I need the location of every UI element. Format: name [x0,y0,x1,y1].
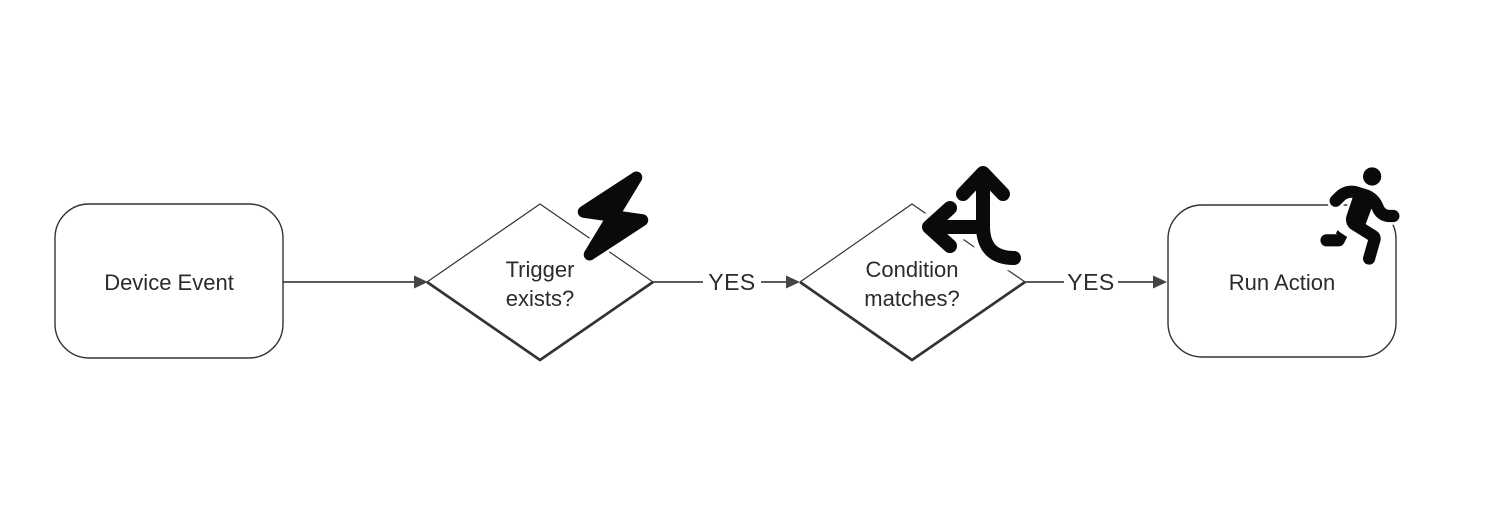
edge-condition-to-run-action: YES [1025,269,1167,295]
person-running-glyph [1317,164,1403,268]
split-arrow-left-head [922,201,957,253]
diamond-edge-bottom [799,280,1026,362]
edge-arrowhead [414,275,428,289]
edge-arrowhead [1153,275,1167,289]
split-arrow-up-head [956,166,1010,201]
diamond-edge-top [426,203,654,283]
edge-label-yes: YES [708,269,756,295]
lightning-bolt-icon [575,168,651,264]
edge-label-yes: YES [1067,269,1115,295]
edge-device-event-to-trigger [283,275,428,289]
node-run-action-label: Run Action [1229,270,1335,295]
person-running-icon [1317,164,1403,268]
node-condition-matches-label-line2: matches? [864,286,959,311]
node-device-event: Device Event [54,203,284,359]
edge-arrowhead [786,275,800,289]
node-device-event-shape [54,203,284,359]
node-condition-matches-label-line1: Condition [866,257,959,282]
node-condition-matches: Condition matches? [799,203,1026,362]
edge-trigger-to-condition: YES [653,269,800,295]
lightning-bolt-glyph [575,168,651,264]
arrows-split-up-left-icon [916,160,1027,271]
node-device-event-label: Device Event [104,270,234,295]
diamond-edge-bottom [426,280,654,362]
node-trigger-exists-label-line2: exists? [506,286,574,311]
node-trigger-exists-label-line1: Trigger [506,257,575,282]
